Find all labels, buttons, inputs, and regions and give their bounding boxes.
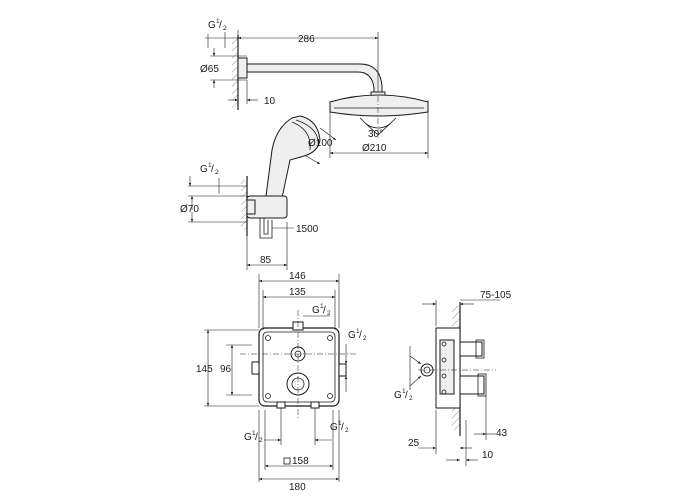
svg-text:/: /	[323, 305, 326, 316]
dim-10-label: 10	[482, 450, 494, 461]
thread-label-top: G	[208, 20, 216, 31]
svg-text:1: 1	[338, 420, 342, 427]
arm-flange	[237, 57, 248, 79]
svg-text:/: /	[219, 20, 222, 31]
thread-label-mid: G	[200, 164, 208, 175]
svg-text:1: 1	[320, 303, 324, 310]
depth-range-label: 75-105	[480, 290, 512, 301]
thread-label-side: G	[394, 390, 402, 401]
concealed-body-side-view: 75-105 G 1 / 2 25 43 10	[394, 290, 512, 466]
svg-text:2: 2	[215, 169, 219, 176]
plate-width-label: 180	[289, 482, 306, 493]
svg-text:2: 2	[363, 335, 367, 342]
svg-text:2: 2	[259, 437, 263, 444]
hose-length-label: 1500	[296, 224, 319, 235]
holder-depth-label: 85	[260, 255, 272, 266]
wall-hatch-mid	[241, 180, 247, 230]
svg-text:2: 2	[223, 25, 227, 32]
svg-text:1: 1	[402, 388, 406, 395]
flange-dia-label: Ø65	[200, 64, 219, 75]
hand-shower-dia-label: Ø100	[308, 138, 333, 149]
svg-text:2: 2	[409, 395, 413, 402]
head-dia-label: Ø210	[362, 143, 387, 154]
svg-text:1: 1	[252, 430, 256, 437]
svg-text:1: 1	[208, 162, 212, 169]
shower-arm	[246, 63, 383, 97]
shower-hose	[259, 218, 273, 239]
svg-text:/: /	[405, 390, 408, 401]
svg-text:2: 2	[345, 427, 349, 434]
svg-text:1: 1	[356, 328, 360, 335]
svg-text:/: /	[341, 422, 344, 433]
shower-arm-view: G 1 / 2 286 Ø65 10 Ø210 30°	[200, 18, 429, 158]
handle-upper	[459, 341, 483, 357]
height-inner-label: 96	[220, 364, 232, 375]
svg-text:/: /	[211, 164, 214, 175]
width-inner-label: 135	[289, 287, 306, 298]
hand-shower	[265, 115, 321, 199]
thread-label-front-bl: G	[244, 432, 252, 443]
concealed-body-front-view: 146 135 G 1 / 2 G 1 / 2 145 96 G 1	[196, 271, 367, 493]
width-outer-label: 146	[289, 271, 306, 282]
svg-text:/: /	[359, 330, 362, 341]
svg-text:/: /	[255, 432, 258, 443]
thread-label-front-top: G	[312, 305, 320, 316]
handle-lower	[459, 375, 485, 395]
height-outer-label: 145	[196, 364, 213, 375]
thread-label-front-right: G	[348, 330, 356, 341]
thread-label-front-br: G	[330, 422, 338, 433]
shower-head	[329, 94, 429, 117]
arm-length-label: 286	[298, 34, 315, 45]
wall-hatch-top	[232, 38, 238, 108]
plate-square-label: 158	[292, 456, 309, 467]
dim-43-label: 43	[496, 428, 508, 439]
head-angle-label: 30°	[368, 129, 383, 140]
svg-text:1: 1	[216, 18, 220, 25]
dim-25-label: 25	[408, 438, 420, 449]
wall-gap-label: 10	[264, 96, 276, 107]
svg-text:2: 2	[327, 310, 331, 317]
hand-shower-view: Ø100 1500 G 1 / 2 Ø70 85	[180, 115, 337, 270]
holder-dia-label: Ø70	[180, 204, 199, 215]
